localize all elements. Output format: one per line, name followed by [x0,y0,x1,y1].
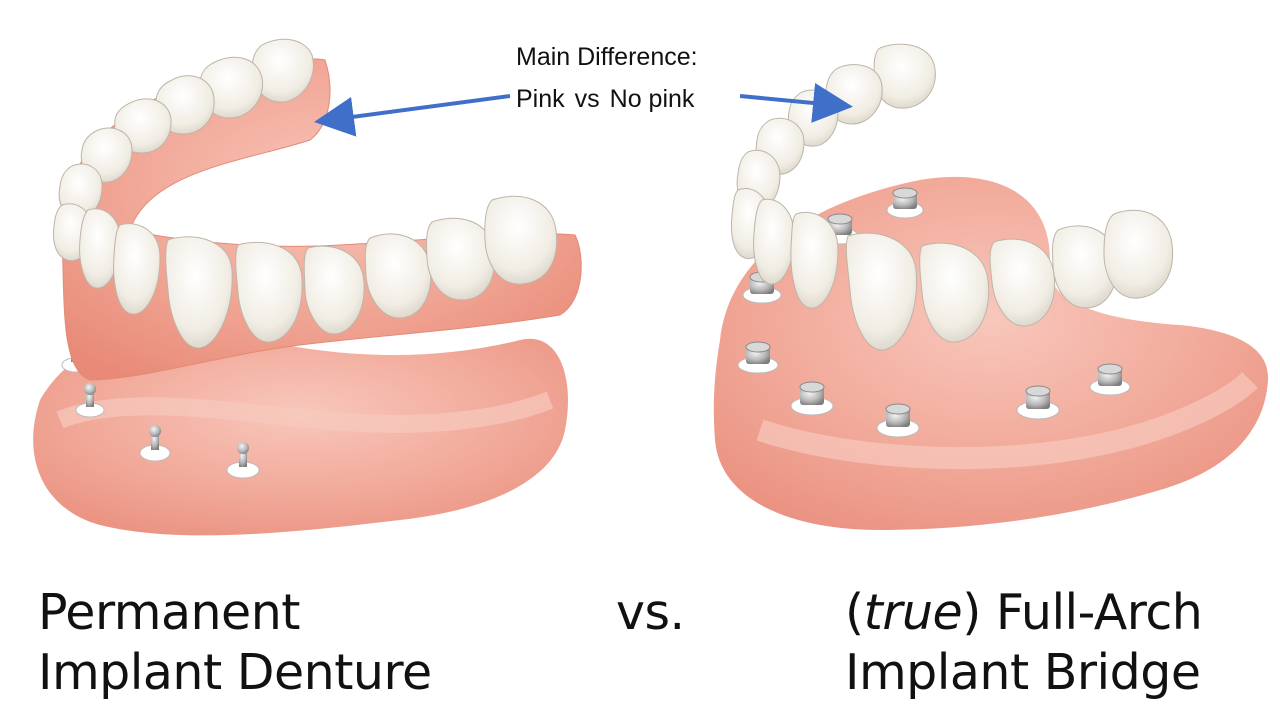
abutment-icon [1089,363,1131,396]
arrow-to-no-pink-icon [739,83,853,123]
abutment-icon [876,403,920,438]
abutment-icon [790,381,834,416]
bridge-illustration [713,43,1269,531]
arrow-to-pink-icon [314,94,511,137]
abutment-icon [737,341,779,374]
left-gum-ridge [33,330,569,536]
implant-stud-icon [75,383,105,418]
implant-stud-icon [139,425,171,462]
denture-teeth [52,38,558,349]
abutment-icon [1016,385,1060,420]
abutment-icon [886,187,924,219]
implant-stud-icon [226,442,260,479]
denture-illustration [33,38,582,536]
